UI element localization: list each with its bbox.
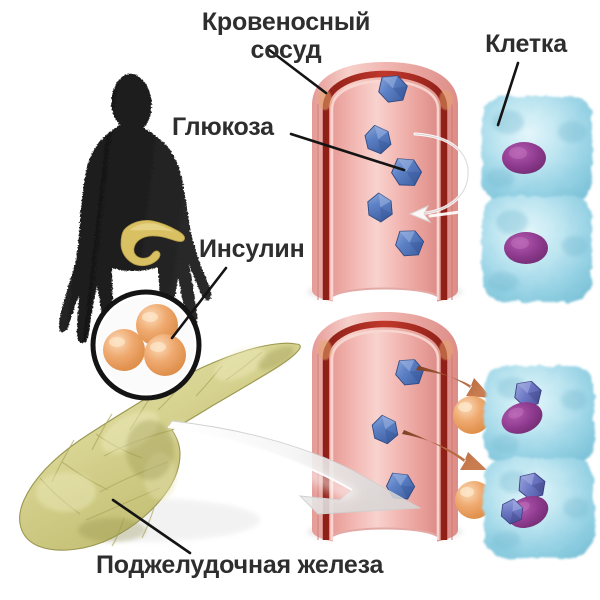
leader-glucose bbox=[289, 132, 406, 172]
human-body-silhouette bbox=[58, 74, 212, 343]
leader-lines bbox=[111, 47, 520, 555]
pancreas-organ bbox=[19, 342, 301, 551]
insulin-secretion-arrow bbox=[167, 420, 422, 515]
blocked-entry-arrow bbox=[408, 132, 507, 224]
leader-pancreas bbox=[111, 498, 192, 555]
label-cell: Клетка bbox=[485, 30, 567, 58]
cell-nucleus bbox=[502, 142, 546, 174]
insulin-sphere-group bbox=[453, 396, 493, 519]
label-glucose: Глюкоза bbox=[172, 113, 274, 141]
label-pancreas: Поджелудочная железа bbox=[96, 551, 384, 579]
leader-cell bbox=[496, 61, 520, 127]
insulin-sphere bbox=[144, 334, 186, 376]
silhouette-pancreas-organ bbox=[120, 220, 186, 267]
label-blood-vessel: Кровеносный сосуд bbox=[201, 8, 371, 64]
blood-vessel-bottom bbox=[307, 312, 463, 552]
leader-blood-vessel bbox=[266, 47, 328, 95]
blood-vessel-top bbox=[307, 62, 463, 312]
label-insulin: Инсулин bbox=[199, 235, 305, 263]
cell-group-top bbox=[482, 96, 592, 302]
insulin-sphere bbox=[103, 329, 145, 371]
cell-nucleus bbox=[504, 232, 548, 264]
glucose-uptake-arrows bbox=[402, 366, 492, 470]
leader-insulin bbox=[170, 266, 228, 340]
insulin-magnifier-callout bbox=[90, 289, 202, 401]
insulin-sphere-group-callout bbox=[103, 304, 186, 376]
cell-group-bottom bbox=[484, 366, 594, 558]
